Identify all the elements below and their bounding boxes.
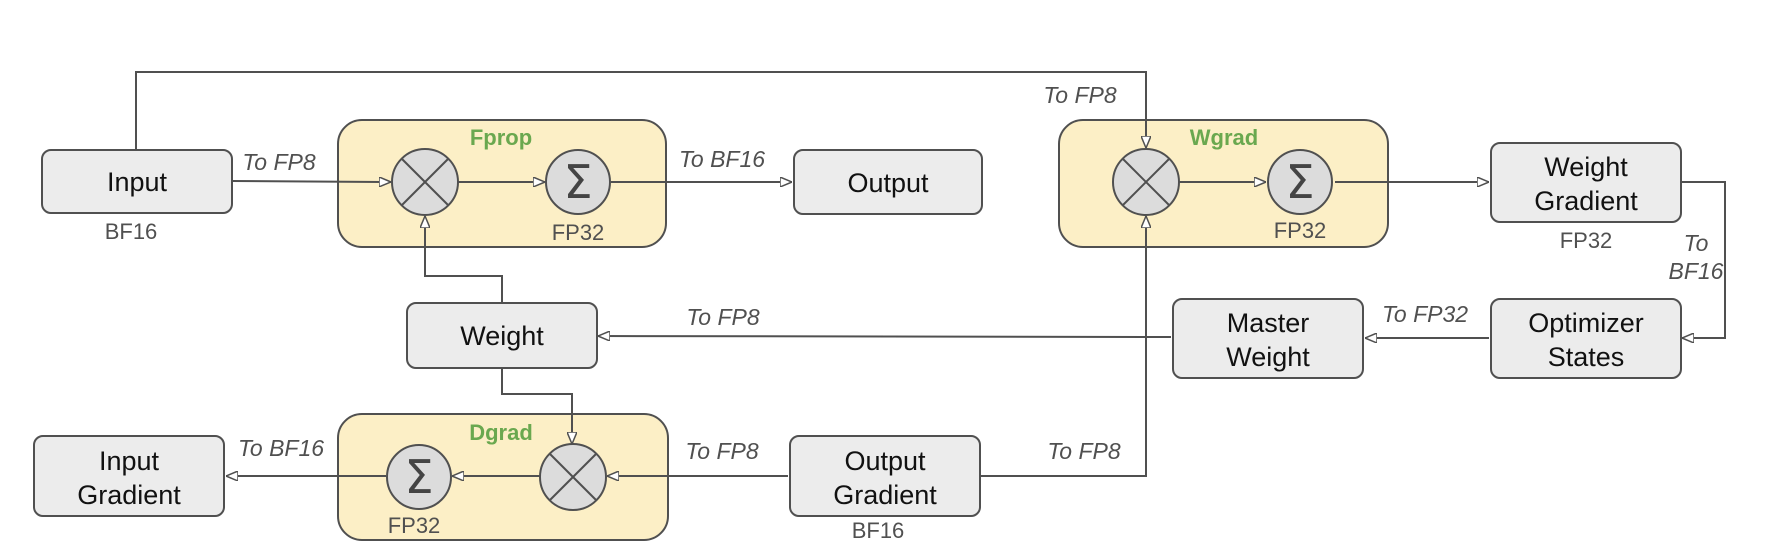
output-gradient-to-wgrad-arrow <box>981 216 1146 477</box>
input-to-wgrad-arrow <box>135 71 1146 150</box>
weight-to-dgrad-arrow <box>501 369 572 444</box>
wgrad-multiply-node <box>1112 148 1180 216</box>
input-to-fprop-arrow <box>231 181 391 182</box>
weight-gradient-precision: FP32 <box>1560 228 1613 253</box>
master-weight-label-line2: Weight <box>1226 342 1310 372</box>
input-gradient-label-line1: Input <box>99 446 160 476</box>
input-gradient-node: Input Gradient <box>33 435 225 517</box>
to-fp8-label: To FP8 <box>685 438 759 464</box>
fprop-accum-precision: FP32 <box>552 220 605 245</box>
master-weight-label-line1: Master <box>1227 308 1310 338</box>
output-gradient-label-line1: Output <box>844 446 926 476</box>
sigma-icon: Σ <box>1285 155 1314 209</box>
to-fp8-label: To FP8 <box>242 149 316 175</box>
fprop-sum-node: Σ <box>545 149 611 215</box>
to-fp32-label: To FP32 <box>1382 301 1468 327</box>
dgrad-label: Dgrad <box>469 420 533 445</box>
input-label: Input <box>107 167 168 197</box>
to-bf16-label-line2: BF16 <box>1669 258 1724 284</box>
to-fp8-label: To FP8 <box>1047 438 1121 464</box>
output-label: Output <box>847 168 929 198</box>
to-bf16-label: To BF16 <box>679 146 765 172</box>
wgrad-accum-precision: FP32 <box>1274 218 1327 243</box>
to-bf16-label: To BF16 <box>238 435 324 461</box>
sigma-icon: Σ <box>404 450 433 504</box>
input-node: Input <box>41 149 233 214</box>
weight-gradient-label-line1: Weight <box>1544 152 1628 182</box>
weight-gradient-to-optimizer-arrow <box>1682 181 1726 338</box>
output-node: Output <box>793 149 983 215</box>
input-precision: BF16 <box>105 219 158 244</box>
output-gradient-precision: BF16 <box>852 518 905 543</box>
master-weight-to-weight-arrow <box>598 336 1172 337</box>
to-fp8-label: To FP8 <box>686 304 760 330</box>
master-weight-node: Master Weight <box>1172 298 1364 379</box>
weight-to-fprop-arrow <box>425 216 503 302</box>
weight-gradient-label-line2: Gradient <box>1534 186 1638 216</box>
wgrad-label: Wgrad <box>1190 125 1258 150</box>
weight-gradient-node: Weight Gradient <box>1490 142 1682 223</box>
wgrad-sum-node: Σ <box>1267 149 1333 215</box>
weight-node: Weight <box>406 302 598 369</box>
optimizer-states-node: Optimizer States <box>1490 298 1682 379</box>
output-gradient-node: Output Gradient <box>789 435 981 517</box>
to-fp8-label: To FP8 <box>1043 82 1117 108</box>
dgrad-sum-node: Σ <box>386 444 452 510</box>
sigma-icon: Σ <box>563 155 592 209</box>
optimizer-states-label-line2: States <box>1548 342 1625 372</box>
output-gradient-label-line2: Gradient <box>833 480 937 510</box>
input-gradient-label-line2: Gradient <box>77 480 181 510</box>
fprop-label: Fprop <box>470 125 532 150</box>
weight-label: Weight <box>460 321 544 351</box>
optimizer-states-label-line1: Optimizer <box>1528 308 1644 338</box>
fprop-multiply-node <box>391 148 459 216</box>
dgrad-accum-precision: FP32 <box>388 513 441 538</box>
dgrad-multiply-node <box>539 443 607 511</box>
to-bf16-label-line1: To <box>1684 230 1709 256</box>
